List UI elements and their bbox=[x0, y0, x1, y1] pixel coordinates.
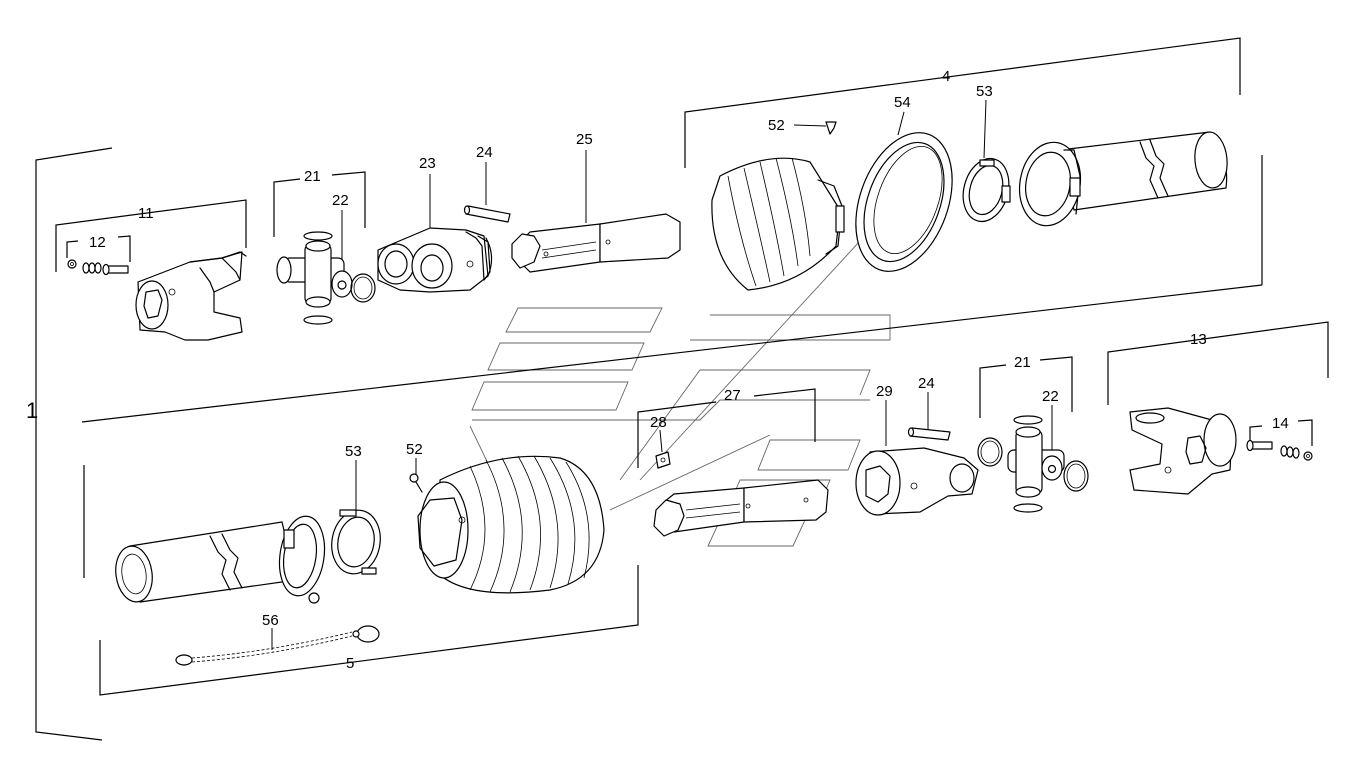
callout-24-top: 24 bbox=[476, 144, 493, 161]
part-24-pin-bottom[interactable] bbox=[907, 427, 951, 441]
bracket-4 bbox=[684, 37, 1241, 168]
part-54-ring[interactable] bbox=[838, 119, 970, 284]
callout-4: 4 bbox=[942, 68, 950, 85]
part-56-chain[interactable] bbox=[175, 625, 380, 666]
callout-28: 28 bbox=[650, 414, 667, 431]
part-guard-tube-top[interactable] bbox=[1013, 131, 1229, 231]
part-14-bolt-set[interactable] bbox=[1246, 439, 1313, 461]
callout-54: 54 bbox=[894, 94, 911, 111]
bracket-13 bbox=[1107, 321, 1329, 405]
part-29-yoke[interactable] bbox=[855, 447, 979, 516]
callout-56: 56 bbox=[262, 612, 279, 629]
bracket-assembly-1 bbox=[35, 147, 1263, 741]
callout-21-top: 21 bbox=[304, 168, 321, 185]
part-13-yoke[interactable] bbox=[1129, 407, 1237, 495]
part-guard-cone-top[interactable] bbox=[711, 157, 845, 291]
part-21-cross-top[interactable] bbox=[276, 231, 376, 325]
part-21-cross-bottom[interactable] bbox=[977, 415, 1089, 513]
part-guard-tube-bottom[interactable] bbox=[112, 513, 329, 604]
part-24-pin-top[interactable] bbox=[463, 205, 511, 223]
bracket-11 bbox=[55, 199, 247, 272]
callout-21-bottom: 21 bbox=[1014, 354, 1031, 371]
part-23-yoke[interactable] bbox=[377, 227, 493, 293]
bracket-21-top bbox=[273, 171, 366, 237]
bracket-5 bbox=[83, 465, 639, 696]
callout-1: 1 bbox=[26, 398, 38, 423]
callout-11: 11 bbox=[138, 205, 154, 222]
bracket-21-bottom bbox=[979, 356, 1073, 418]
bracket-14 bbox=[1249, 419, 1313, 446]
part-27-profile-tube[interactable] bbox=[653, 479, 829, 537]
callout-14: 14 bbox=[1272, 415, 1289, 432]
callout-23: 23 bbox=[419, 155, 436, 172]
part-25-profile-tube[interactable] bbox=[511, 213, 681, 273]
callout-27: 27 bbox=[724, 387, 741, 404]
callout-12: 12 bbox=[89, 234, 106, 251]
callout-5: 5 bbox=[346, 655, 354, 672]
part-52-screw-bottom[interactable] bbox=[409, 473, 423, 493]
callout-24-bottom: 24 bbox=[918, 375, 935, 392]
part-12-bolt-set[interactable] bbox=[67, 259, 129, 276]
part-28-grease-nipple[interactable] bbox=[655, 451, 671, 469]
callout-labels: 1 4 5 11 12 13 14 21 21 22 22 23 24 24 2… bbox=[26, 68, 1289, 672]
callout-22-top: 22 bbox=[332, 192, 349, 209]
part-11-yoke[interactable] bbox=[135, 251, 247, 341]
callout-53-top: 53 bbox=[976, 83, 993, 100]
callout-22-bottom: 22 bbox=[1042, 388, 1059, 405]
callout-52-top: 52 bbox=[768, 117, 785, 134]
callout-29: 29 bbox=[876, 383, 893, 400]
bracket-12 bbox=[66, 235, 131, 262]
callout-52-bottom: 52 bbox=[406, 441, 423, 458]
callout-53-bottom: 53 bbox=[345, 443, 362, 460]
part-52-screw-top[interactable] bbox=[825, 121, 837, 135]
callout-13: 13 bbox=[1190, 331, 1207, 348]
bracket-27 bbox=[637, 388, 816, 468]
part-53-bearing-ring-top[interactable] bbox=[956, 153, 1015, 226]
part-guard-cone-bottom[interactable] bbox=[417, 455, 605, 594]
callout-25: 25 bbox=[576, 131, 593, 148]
part-53-bearing-ring-bottom[interactable] bbox=[327, 506, 385, 577]
